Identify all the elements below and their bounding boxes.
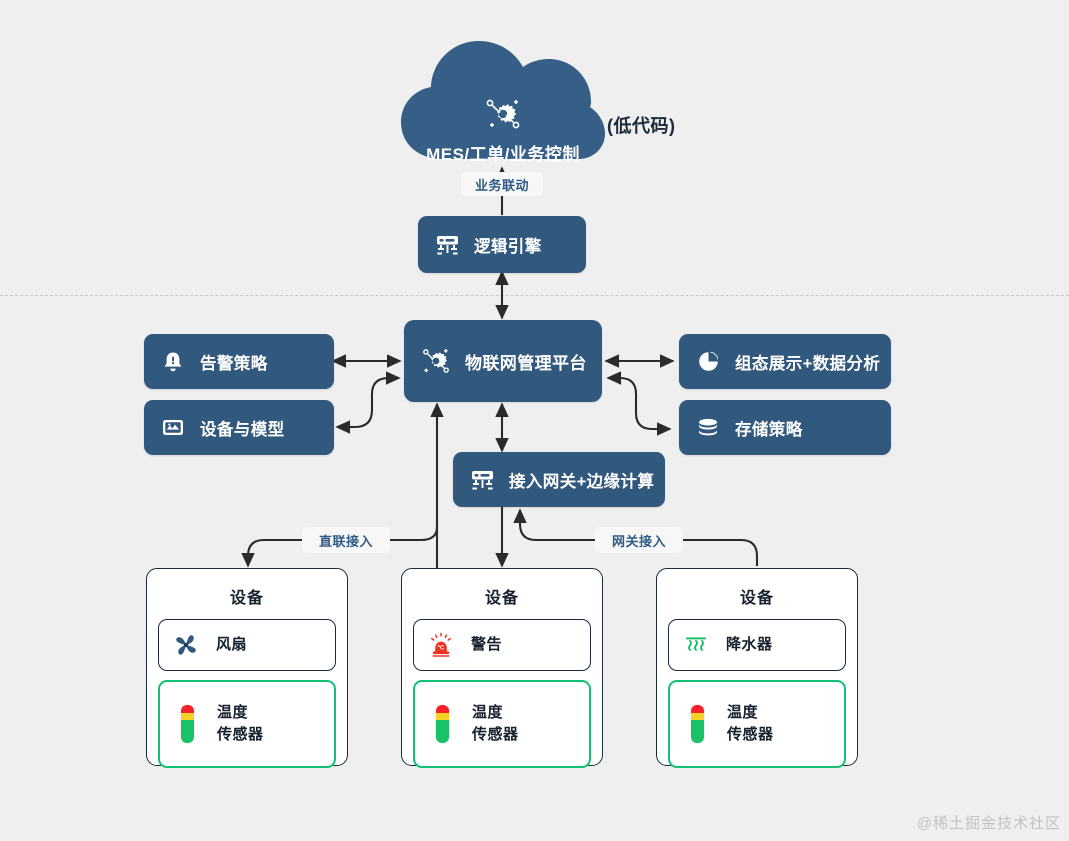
- device-row-temperature-sensor[interactable]: 温度传感器: [668, 680, 846, 768]
- temperature-gauge-icon: [680, 704, 714, 744]
- device-card-title: 设备: [739, 590, 774, 607]
- iot-gear-icon: [420, 348, 452, 374]
- module-scada-analytics[interactable]: 组态展示+数据分析: [679, 334, 891, 389]
- device-model-icon: [160, 415, 186, 441]
- temperature-gauge-icon: [170, 704, 204, 744]
- device-card[interactable]: 设备 风扇: [146, 568, 348, 768]
- device-row-warning[interactable]: °C 警告: [413, 619, 591, 671]
- temperature-gauge-icon: [425, 704, 459, 744]
- device-row-label: 温度传感器: [727, 703, 774, 744]
- logic-engine-label: 逻辑引擎: [474, 237, 542, 256]
- cloud-shape: [401, 41, 605, 159]
- device-row-fan[interactable]: 风扇: [158, 619, 336, 671]
- module-alarm-policy[interactable]: 告警策略: [144, 334, 334, 389]
- module-label: 存储策略: [735, 420, 803, 439]
- bell-icon: [160, 349, 186, 375]
- svg-text:°C: °C: [438, 646, 445, 652]
- iot-platform-box[interactable]: 物联网管理平台: [404, 320, 602, 402]
- watermark: @稀土掘金技术社区: [916, 815, 1061, 832]
- device-card[interactable]: 设备 °C 警告: [401, 568, 603, 768]
- layer-divider-dashed: [0, 295, 1069, 296]
- logic-engine-box[interactable]: 逻辑引擎: [418, 216, 586, 273]
- device-card[interactable]: 设备 降水器: [656, 568, 858, 768]
- gateway-label: 接入网关+边缘计算: [509, 472, 655, 491]
- device-row-temperature-sensor[interactable]: 温度传感器: [413, 680, 591, 768]
- device-row-temperature-sensor[interactable]: 温度传感器: [158, 680, 336, 768]
- pie-chart-icon: [695, 349, 721, 375]
- wire-label-direct-access: 直联接入: [302, 527, 390, 553]
- cloud-label: MES/工单/业务控制: [426, 145, 580, 164]
- module-label: 组态展示+数据分析: [735, 354, 881, 373]
- access-gateway-box[interactable]: 接入网关+边缘计算: [453, 452, 665, 507]
- module-storage-policy[interactable]: 存储策略: [679, 400, 891, 455]
- alarm-siren-icon: °C: [424, 625, 458, 665]
- platform-label: 物联网管理平台: [465, 353, 587, 373]
- cloud-node-mes[interactable]: MES/工单/业务控制: [399, 32, 607, 164]
- device-card-title: 设备: [484, 590, 519, 607]
- device-row-label: 温度传感器: [217, 703, 264, 744]
- module-label: 告警策略: [200, 354, 268, 373]
- iot-gear-icon: [486, 99, 520, 129]
- device-row-label: 警告: [471, 635, 503, 653]
- low-code-annotation: (低代码): [607, 116, 676, 136]
- device-row-label: 风扇: [216, 635, 248, 653]
- wire-label-business-link: 业务联动: [461, 172, 543, 196]
- sprinkler-icon: [679, 625, 713, 665]
- database-icon: [695, 415, 721, 441]
- device-card-title: 设备: [229, 590, 264, 607]
- gateway-icon: [434, 232, 460, 258]
- wire-label-gateway-access: 网关接入: [595, 527, 683, 553]
- gateway-icon: [469, 467, 495, 493]
- device-row-sprinkler[interactable]: 降水器: [668, 619, 846, 671]
- device-row-label: 降水器: [726, 635, 773, 653]
- device-row-label: 温度传感器: [472, 703, 519, 744]
- module-label: 设备与模型: [200, 420, 285, 439]
- fan-icon: [169, 625, 203, 665]
- module-device-model[interactable]: 设备与模型: [144, 400, 334, 455]
